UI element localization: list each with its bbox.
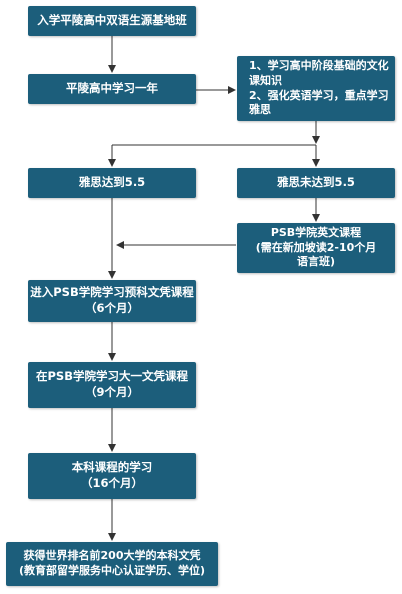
- node-ielts-pass-line: 雅思达到5.5: [78, 175, 146, 190]
- node-foundation-line-1: 进入PSB学院学习预科文凭课程: [30, 285, 194, 300]
- node-psb-english: PSB学院英文课程 (需在新加坡读2-10个月 语言班): [237, 223, 395, 273]
- node-bachelor: 本科课程的学习 （16个月）: [28, 453, 196, 499]
- node-diploma-line-2: （9个月）: [84, 385, 139, 399]
- node-psb-english-line-1: PSB学院英文课程: [270, 225, 362, 239]
- node-bachelor-line-1: 本科课程的学习: [71, 460, 153, 475]
- node-ielts-pass: 雅思达到5.5: [28, 168, 196, 198]
- node-goals-line-1: 1、学习高中阶段基础的文化: [249, 58, 389, 72]
- node-start-line: 入学平陵高中双语生源基地班: [37, 13, 187, 28]
- node-year-one: 平陵高中学习一年: [28, 74, 196, 104]
- node-goals-line-3: 2、强化英语学习，重点学习: [249, 88, 389, 102]
- node-goals-line-2: 课知识: [249, 73, 282, 87]
- node-psb-english-line-2: (需在新加坡读2-10个月: [255, 240, 377, 254]
- node-goals: 1、学习高中阶段基础的文化 课知识 2、强化英语学习，重点学习 雅思: [237, 56, 395, 121]
- node-ielts-fail-line: 雅思未达到5.5: [277, 175, 355, 190]
- node-year-one-line: 平陵高中学习一年: [66, 81, 158, 96]
- node-foundation: 进入PSB学院学习预科文凭课程 （6个月）: [28, 280, 196, 322]
- node-goals-line-4: 雅思: [249, 103, 271, 117]
- node-ielts-fail: 雅思未达到5.5: [237, 168, 395, 198]
- node-psb-english-line-3: 语言班): [296, 255, 336, 269]
- node-diploma: 在PSB学院学习大一文凭课程 （9个月）: [28, 362, 196, 408]
- node-degree-line-1: 获得世界排名前200大学的本科文凭: [23, 549, 201, 563]
- node-foundation-line-2: （6个月）: [84, 301, 139, 315]
- node-degree: 获得世界排名前200大学的本科文凭 (教育部留学服务中心认证学历、学位): [6, 542, 218, 586]
- node-start: 入学平陵高中双语生源基地班: [28, 6, 196, 36]
- node-degree-line-2: (教育部留学服务中心认证学历、学位): [18, 564, 206, 577]
- node-bachelor-line-2: （16个月）: [80, 476, 143, 490]
- node-diploma-line-1: 在PSB学院学习大一文凭课程: [36, 369, 188, 384]
